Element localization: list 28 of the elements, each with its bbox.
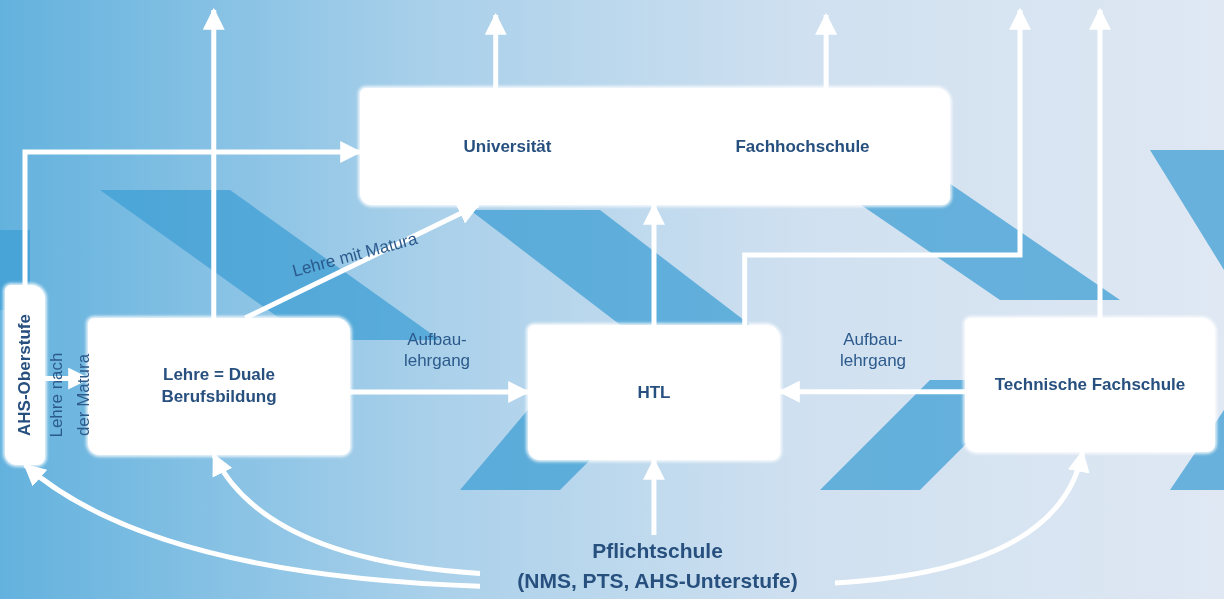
arrow xyxy=(815,12,838,88)
node-label: Universität xyxy=(462,135,553,158)
node-label: Lehre = Duale Berufsbildung xyxy=(160,363,278,409)
brush-box xyxy=(360,88,950,205)
brush-box xyxy=(5,285,45,465)
node-label: (NMS, PTS, AHS-Unterstufe) xyxy=(516,568,799,594)
arrow xyxy=(643,202,665,325)
node-label: Technische Fachschule xyxy=(993,373,1187,396)
node-label: Pflichtschule xyxy=(591,538,724,564)
edge-label: Lehre mit Matura xyxy=(290,228,420,282)
brush-box xyxy=(965,318,1215,452)
edge-label: Lehre nach der Matura xyxy=(45,351,94,440)
arrow xyxy=(23,463,481,589)
arrow xyxy=(834,449,1088,586)
arrow xyxy=(244,202,480,321)
brush-box xyxy=(528,325,780,460)
node-label: HTL xyxy=(636,381,672,404)
arrow xyxy=(742,7,1031,325)
arrow xyxy=(642,457,665,535)
arrow xyxy=(484,12,507,88)
brush-box xyxy=(88,318,350,455)
node-label: AHS-Oberstufe xyxy=(13,314,35,436)
arrow xyxy=(211,453,481,576)
edge-label: Aufbau-lehrgang xyxy=(402,328,472,372)
arrow xyxy=(202,7,225,318)
edge-label: Aufbau-lehrgang xyxy=(838,328,908,372)
node-label: Fachhochschule xyxy=(734,135,871,158)
arrow xyxy=(1089,7,1111,318)
